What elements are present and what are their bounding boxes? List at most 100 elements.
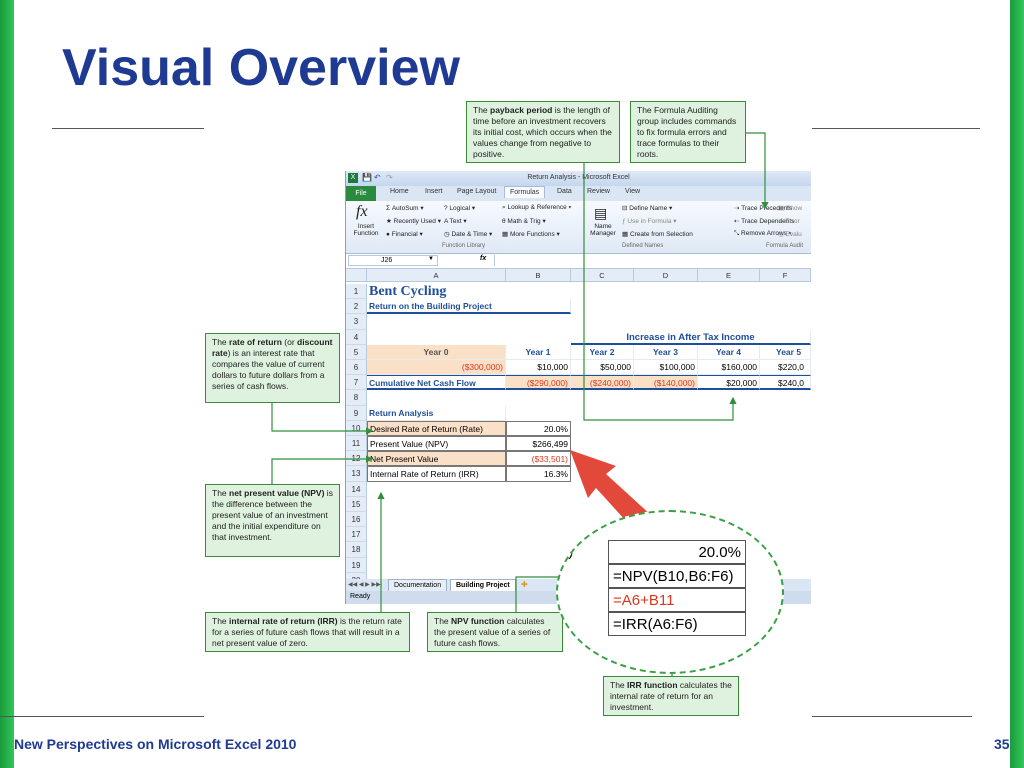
text-button[interactable]: A Text ▾ <box>444 218 467 225</box>
tab-data[interactable]: Data <box>557 188 572 195</box>
tab-formulas[interactable]: Formulas <box>504 186 546 198</box>
zoom-magnifier: e) 20.0% =NPV(B10,B6:F6) =A6+B11 =IRR(A6… <box>556 510 784 674</box>
row-header[interactable]: 5 <box>346 344 367 360</box>
sheet-nav-icon[interactable]: ◀◀ ◀ ▶ ▶▶ <box>348 582 381 588</box>
column-header-c[interactable]: C <box>571 269 634 282</box>
insert-function-button[interactable]: Insert Function <box>353 223 379 237</box>
cell-b11[interactable]: $266,499 <box>506 436 571 452</box>
trace-precedents-icon: ⇢ <box>734 205 742 212</box>
row-header[interactable]: 13 <box>346 466 367 482</box>
row-header[interactable]: 2 <box>346 299 367 315</box>
row-header[interactable]: 7 <box>346 375 367 391</box>
window-title: Return Analysis - Microsoft Excel <box>527 174 630 181</box>
cell-a1[interactable]: Bent Cycling <box>369 284 447 299</box>
remove-arrows-button[interactable]: ⤡ Remove Arrows ▾ <box>734 230 792 237</box>
formula-input[interactable] <box>494 255 811 266</box>
date-time-button[interactable]: ◷ Date & Time ▾ <box>444 231 493 238</box>
trace-dependents-button[interactable]: ⇠ Trace Dependents <box>734 218 795 225</box>
math-trig-button[interactable]: θ Math & Trig ▾ <box>502 218 546 225</box>
financial-button[interactable]: ● Financial ▾ <box>386 231 423 238</box>
name-manager-icon[interactable]: ▤ <box>594 205 608 221</box>
cell-a10[interactable]: Desired Rate of Return (Rate) <box>367 420 506 436</box>
cell-b5[interactable]: Year 1 <box>506 344 571 360</box>
row-header[interactable]: 19 <box>346 557 367 573</box>
cell-a5[interactable]: Year 0 <box>367 344 506 360</box>
name-manager-button[interactable]: Name Manager <box>590 223 616 237</box>
cell-b10[interactable]: 20.0% <box>506 420 571 436</box>
use-in-formula-button[interactable]: ƒ Use in Formula ▾ <box>622 218 677 225</box>
cell-a9[interactable]: Return Analysis <box>367 405 506 421</box>
lookup-reference-button[interactable]: ⌕ Lookup & Reference ▾ <box>502 204 572 211</box>
create-from-selection-button[interactable]: ▦ Create from Selection <box>622 231 693 238</box>
cell-a7[interactable]: Cumulative Net Cash Flow <box>367 375 506 391</box>
tab-view[interactable]: View <box>625 188 641 195</box>
cell-b6[interactable]: $10,000 <box>506 360 571 376</box>
cell-a11[interactable]: Present Value (NPV) <box>367 436 506 452</box>
tab-page-layout[interactable]: Page Layout <box>457 188 497 195</box>
cell-d6[interactable]: $100,000 <box>634 360 698 376</box>
define-name-button[interactable]: ⊟ Define Name ▾ <box>622 205 673 212</box>
cell-a2[interactable]: Return on the Building Project <box>367 299 571 315</box>
row-header[interactable]: 15 <box>346 496 367 512</box>
row-header[interactable]: 1 <box>346 284 367 300</box>
cell-a6[interactable]: ($300,000) <box>367 360 506 376</box>
row-header[interactable]: 17 <box>346 527 367 543</box>
cell-c5[interactable]: Year 2 <box>571 344 634 360</box>
evaluate-formula-button[interactable]: ◎ Evalu <box>778 231 802 238</box>
callout-internal-rate-of-return: The internal rate of return (IRR) is the… <box>205 612 410 652</box>
select-all-corner[interactable] <box>346 269 367 282</box>
row-header[interactable]: 3 <box>346 314 367 330</box>
column-header-e[interactable]: E <box>698 269 760 282</box>
cell-b12[interactable]: ($33,501) <box>506 451 571 467</box>
show-formulas-button[interactable]: ▣ Show <box>778 205 803 212</box>
name-box[interactable]: J26 <box>348 255 438 266</box>
cell-e5[interactable]: Year 4 <box>698 344 760 360</box>
magnifier-book-icon: ⌕ <box>502 204 508 211</box>
excel-app-icon[interactable]: X <box>348 173 358 183</box>
row-header[interactable]: 4 <box>346 329 367 345</box>
name-box-dropdown-icon[interactable]: ▼ <box>428 256 434 262</box>
cell-c4-merged[interactable]: Increase in After Tax Income <box>571 329 811 345</box>
cell-d5[interactable]: Year 3 <box>634 344 698 360</box>
undo-icon[interactable]: ↶ <box>374 173 381 182</box>
insert-sheet-icon[interactable]: ✚ <box>521 580 528 589</box>
redo-icon[interactable]: ↷ <box>386 173 393 182</box>
row-header[interactable]: 11 <box>346 436 367 452</box>
cell-b7[interactable]: ($290,000) <box>506 375 571 391</box>
error-checking-button[interactable]: ✓ Error <box>778 218 800 225</box>
cell-c6[interactable]: $50,000 <box>571 360 634 376</box>
recently-used-button[interactable]: ★ Recently Used ▾ <box>386 218 441 225</box>
row-header[interactable]: 14 <box>346 481 367 497</box>
insert-function-icon[interactable]: fx <box>356 203 368 220</box>
tab-file[interactable]: File <box>346 186 376 201</box>
quick-access-save-icon[interactable]: 💾 <box>362 173 372 182</box>
fx-icon[interactable]: fx <box>480 255 487 262</box>
error-check-icon: ✓ <box>778 218 786 225</box>
tab-review[interactable]: Review <box>587 188 610 195</box>
row-header[interactable]: 18 <box>346 542 367 558</box>
logical-button[interactable]: ? Logical ▾ <box>444 205 476 212</box>
cell-e7[interactable]: $20,000 <box>698 375 760 391</box>
callout-formula-auditing: The Formula Auditing group includes comm… <box>630 101 746 163</box>
row-header[interactable]: 6 <box>346 360 367 376</box>
autosum-button[interactable]: Σ AutoSum ▾ <box>386 205 424 212</box>
column-header-d[interactable]: D <box>634 269 698 282</box>
cell-a13[interactable]: Internal Rate of Return (IRR) <box>367 466 506 482</box>
tab-insert[interactable]: Insert <box>425 188 443 195</box>
cell-e6[interactable]: $160,000 <box>698 360 760 376</box>
more-functions-button[interactable]: ▦ More Functions ▾ <box>502 231 560 238</box>
cell-d7[interactable]: ($140,000) <box>634 375 698 391</box>
column-header-a[interactable]: A <box>367 269 506 282</box>
cell-c7[interactable]: ($240,000) <box>571 375 634 391</box>
cell-f7[interactable]: $240,0 <box>760 375 811 391</box>
row-header[interactable]: 16 <box>346 512 367 528</box>
cell-f5[interactable]: Year 5 <box>760 344 811 360</box>
column-header-f[interactable]: F <box>760 269 811 282</box>
row-header[interactable]: 9 <box>346 405 367 421</box>
cell-b13[interactable]: 16.3% <box>506 466 571 482</box>
row-header[interactable]: 8 <box>346 390 367 406</box>
tab-home[interactable]: Home <box>390 188 409 195</box>
cell-f6[interactable]: $220,0 <box>760 360 811 376</box>
zoom-arrow <box>570 450 652 532</box>
column-header-b[interactable]: B <box>506 269 571 282</box>
